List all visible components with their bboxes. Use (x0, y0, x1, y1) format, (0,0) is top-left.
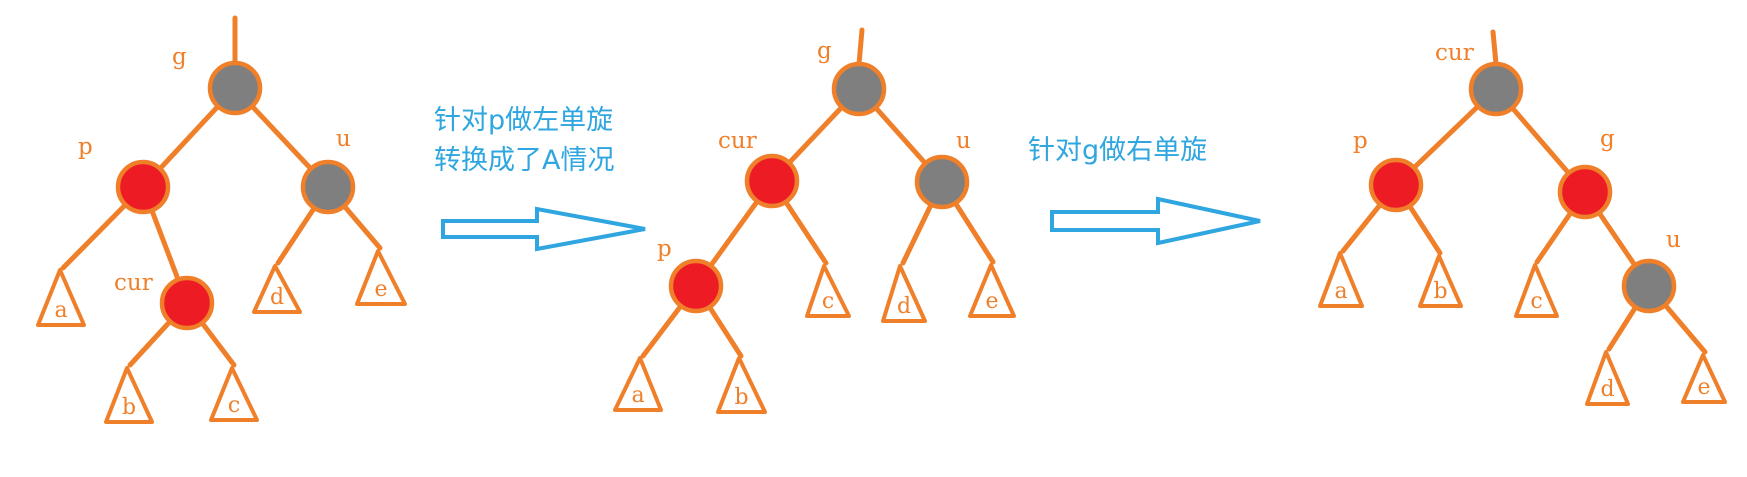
subtree-b-label: b (734, 385, 748, 410)
subtree-a-label: a (631, 383, 644, 408)
subtree-b-triangle (1418, 254, 1463, 308)
subtree-e-label: e (1697, 375, 1710, 400)
subtree-e-triangle (968, 263, 1016, 318)
parent-link-line (856, 27, 865, 67)
subtree-e-label: e (985, 289, 998, 314)
arrows-layer (441, 196, 1261, 252)
node-g (207, 60, 263, 116)
transform-arrow-2 (1050, 196, 1261, 246)
subtree-c-triangle (1514, 263, 1559, 318)
captions-layer: 针对p做左单旋 转换成了A情况 针对g做右单旋 (434, 105, 1207, 176)
node-u-label: u (956, 128, 971, 154)
subtree-e-triangle (355, 249, 407, 306)
node-cur (159, 275, 215, 331)
node-g-label: g (1600, 126, 1615, 152)
node-p (1368, 157, 1424, 213)
node-u-label: u (1666, 227, 1681, 253)
node-g (1557, 164, 1613, 220)
node-cur-label: cur (1435, 40, 1474, 66)
node-p (115, 159, 171, 215)
node-g-label: g (817, 38, 832, 64)
subtree-d-label: d (897, 294, 911, 319)
subtree-b-label: b (122, 395, 136, 420)
node-u (1621, 258, 1677, 314)
subtree-d-triangle (1585, 350, 1630, 406)
subtree-c-label: c (822, 289, 834, 314)
subtree-d-label: d (270, 285, 284, 310)
node-p-label: p (657, 236, 672, 262)
subtree-c-triangle (805, 264, 851, 318)
subtree-a-triangle (1318, 251, 1364, 308)
subtree-a-label: a (1334, 279, 1347, 304)
subtree-e-label: e (374, 277, 387, 302)
subtree-a-label: a (54, 298, 67, 323)
node-cur-label: cur (718, 128, 757, 154)
subtree-c-triangle (209, 366, 259, 422)
parent-link-line (1490, 29, 1499, 67)
node-u (300, 159, 356, 215)
subtree-e-triangle (1681, 353, 1727, 404)
subtree-c-label: c (1530, 289, 1542, 314)
subtree-b-triangle (104, 366, 154, 424)
subtree-b-label: b (1433, 279, 1447, 304)
caption-1-line-2: 转换成了A情况 (434, 145, 614, 176)
node-g-label: g (172, 44, 187, 70)
subtree-a-triangle (613, 356, 663, 412)
subtrees-layer (36, 249, 1727, 424)
subtree-d-label: d (1600, 377, 1614, 402)
node-cur-label: cur (114, 270, 153, 296)
node-p-label: p (1353, 128, 1368, 154)
nodes-layer (115, 60, 1677, 331)
node-u (914, 154, 970, 210)
transform-arrow-1 (441, 206, 646, 252)
labels-layer: a b c d e g p u cur a b c d e g cur u p a b c d e cur p g u (54, 38, 1710, 420)
node-cur (1468, 61, 1524, 117)
caption-1-line-1: 针对p做左单旋 (434, 105, 613, 136)
caption-2-line-1: 针对g做右单旋 (1028, 135, 1207, 166)
node-p-label: p (78, 134, 93, 160)
subtree-b-triangle (716, 356, 767, 414)
node-p (668, 258, 724, 314)
node-g (831, 61, 887, 117)
subtree-d-triangle (881, 264, 927, 323)
subtree-d-triangle (252, 264, 302, 314)
node-cur (744, 153, 800, 209)
subtree-a-triangle (36, 268, 86, 327)
subtree-c-label: c (228, 393, 240, 418)
node-u-label: u (336, 126, 351, 152)
